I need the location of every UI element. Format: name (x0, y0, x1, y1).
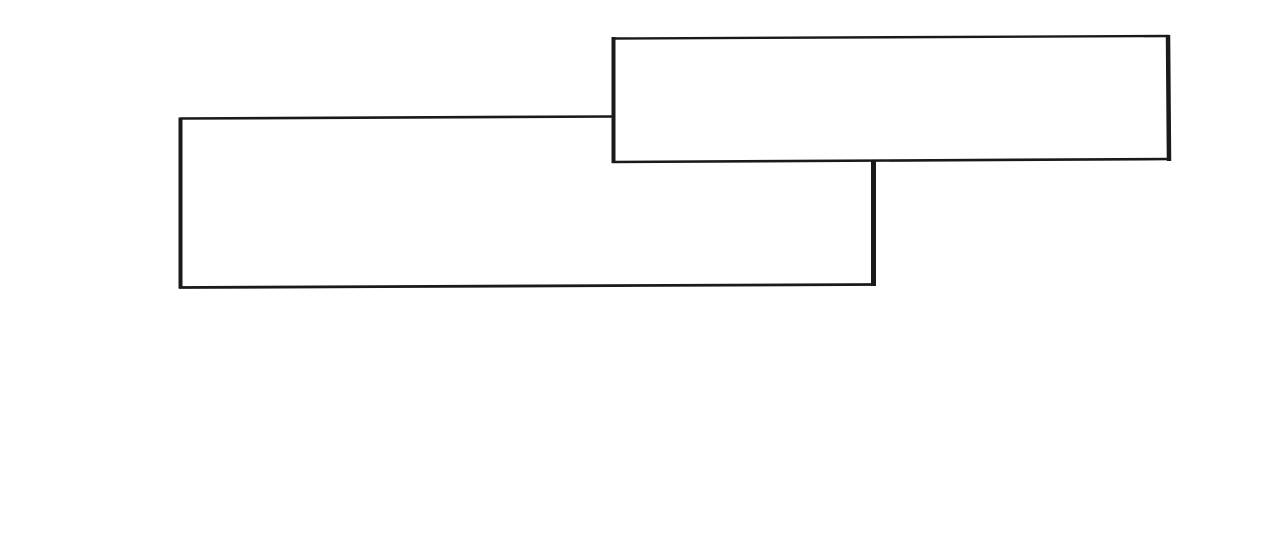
upper-right-box-bottom-edge (611, 157, 1172, 164)
lower-left-box-top-edge (179, 115, 614, 120)
lower-left-box-bottom-edge (178, 283, 876, 289)
upper-right-box-fill (613, 36, 1169, 162)
upper-right-box-top-edge (611, 34, 1170, 40)
upper-right-box-right-edge (1165, 34, 1172, 162)
upper-right-box (611, 34, 1172, 164)
